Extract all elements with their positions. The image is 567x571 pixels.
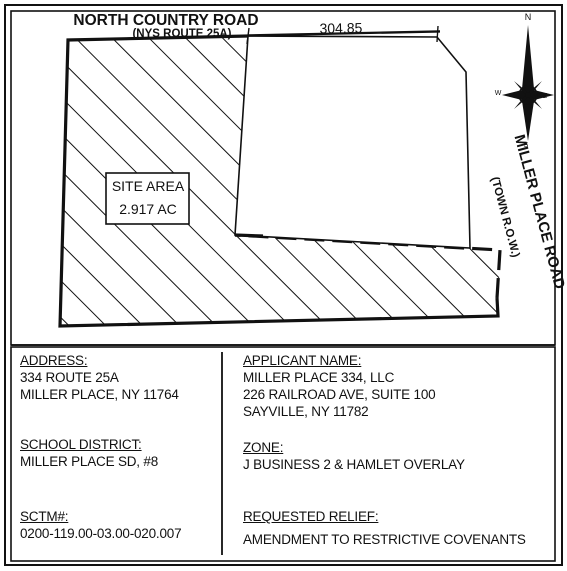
address-label: ADDRESS:: [20, 353, 88, 368]
requested-relief-value: AMENDMENT TO RESTRICTIVE COVENANTS: [243, 532, 526, 547]
map-inner-border: [10, 10, 556, 346]
applicant-line2: 226 RAILROAD AVE, SUITE 100: [243, 387, 436, 402]
site-area-value: 2.917 AC: [119, 201, 177, 217]
applicant-label: APPLICANT NAME:: [243, 353, 362, 368]
school-district-label: SCHOOL DISTRICT:: [20, 437, 142, 452]
address-line2: MILLER PLACE, NY 11764: [20, 387, 179, 402]
frontage-dimension-label: 304.85: [319, 20, 362, 37]
project-info-panel: ADDRESS: 334 ROUTE 25A MILLER PLACE, NY …: [11, 345, 555, 563]
north-road-route: (NYS ROUTE 25A): [132, 28, 231, 40]
school-district-value: MILLER PLACE SD, #8: [20, 454, 159, 469]
address-block: ADDRESS: 334 ROUTE 25A MILLER PLACE, NY …: [20, 352, 179, 403]
applicant-block: APPLICANT NAME: MILLER PLACE 334, LLC 22…: [243, 352, 436, 420]
east-road-row: (TOWN R.O.W.): [488, 176, 521, 259]
site-boundary-solid: [58, 34, 500, 328]
applicant-line3: SAYVILLE, NY 11782: [243, 404, 369, 419]
requested-relief-block: REQUESTED RELIEF: AMENDMENT TO RESTRICTI…: [243, 508, 526, 548]
frontage-tick-right: [436, 25, 439, 43]
zone-value: J BUSINESS 2 & HAMLET OVERLAY: [243, 457, 465, 472]
compass-rose-icon: N S E W: [495, 12, 554, 149]
frontage-dimension-line: [247, 30, 441, 36]
sctm-block: SCTM#: 0200-119.00-03.00-020.007: [20, 508, 182, 542]
compass-south-label: S: [524, 142, 529, 149]
outer-border: [4, 4, 563, 566]
excluded-parcel-south-edge: [234, 233, 264, 238]
requested-relief-label: REQUESTED RELIEF:: [243, 509, 379, 524]
address-line1: 334 ROUTE 25A: [20, 370, 119, 385]
north-road-edge: [247, 31, 441, 37]
site-area-label-box: [105, 172, 190, 225]
north-road-name: NORTH COUNTRY ROAD: [73, 12, 258, 29]
school-district-block: SCHOOL DISTRICT: MILLER PLACE SD, #8: [20, 436, 158, 470]
east-road-name: MILLER PLACE ROAD: [511, 133, 567, 291]
excluded-parcel: [234, 35, 471, 249]
compass-west-label: W: [495, 90, 502, 97]
sctm-label: SCTM#:: [20, 509, 69, 524]
compass-east-label: E: [543, 93, 548, 100]
compass-north-label: N: [525, 12, 532, 22]
frontage-tick-left: [246, 27, 250, 45]
zone-label: ZONE:: [243, 440, 284, 455]
site-area-label: SITE AREA: [112, 178, 185, 194]
sctm-value: 0200-119.00-03.00-020.007: [20, 526, 182, 541]
info-inner-border: [10, 346, 556, 562]
zone-block: ZONE: J BUSINESS 2 & HAMLET OVERLAY: [243, 439, 465, 473]
applicant-line1: MILLER PLACE 334, LLC: [243, 370, 395, 385]
site-area-hatched: [60, 36, 500, 326]
